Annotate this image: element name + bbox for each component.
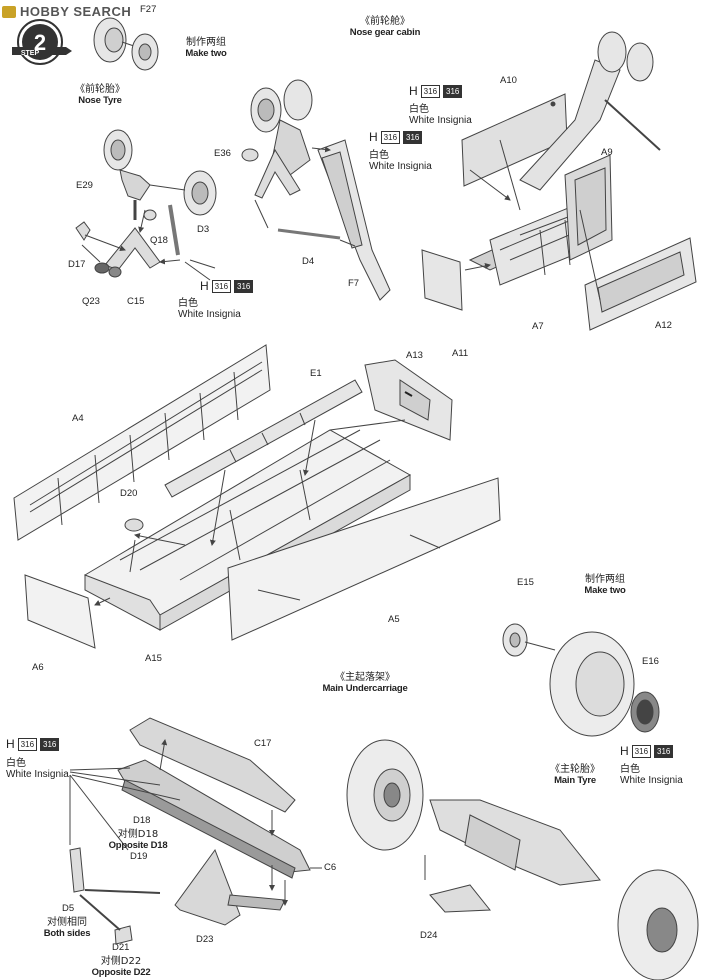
logo-mark-icon [2,5,16,18]
part-label-e1: E1 [310,368,322,379]
part-label-d5: D5 [62,903,75,914]
part-label-e36: E36 [214,148,231,159]
note-opposite-d22: 对侧D22 Opposite D22 [91,956,151,978]
paint-note-nose-leg: 白色 White Insignia [178,298,241,320]
paint-callout-nose-leg: H 316 316 [200,279,254,293]
part-label-d17: D17 [68,259,86,270]
main-tyre-drawing [502,623,660,737]
main-tyre-make-two: 制作两组 Make two [584,574,626,596]
part-label-d3: D3 [197,224,210,235]
part-label-d21: D21 [112,942,130,953]
part-label-e29: E29 [76,180,93,191]
note-both-sides: 对侧相同 Both sides [43,917,91,939]
nose-tyre-drawing [93,17,159,71]
nose-gear-cabin-drawing [421,31,697,331]
part-label-c15: C15 [127,296,145,307]
part-label-f27: F27 [140,4,157,15]
nose-gear-strut-drawing [241,79,391,301]
paint-callout-cabin: H 316 316 [409,84,463,98]
part-label-a10: A10 [500,75,517,86]
main-tyre-title: 《主轮胎》 Main Tyre [550,764,600,786]
part-label-a11: A11 [452,348,469,359]
part-label-f7: F7 [348,278,360,289]
part-label-a12: A12 [655,320,672,331]
fuselage-floor-drawing [13,344,501,649]
part-label-a5: A5 [388,614,400,625]
step-badge-icon [12,19,72,65]
part-label-d20: D20 [120,488,138,499]
part-label-q18: Q18 [150,235,168,246]
part-label-a6: A6 [32,662,44,673]
paint-callout-main-tyre: H 316 316 [620,744,674,758]
nose-tyre-make-two: 制作两组 Make two [185,37,227,59]
paint-note-undercarriage: 白色 White Insignia [6,758,69,780]
step-label: STEP [21,50,40,57]
paint-callout-undercarriage: H 316 316 [6,737,60,751]
part-label-a7: A7 [532,321,544,332]
nose-gear-cabin-title: 《前轮舱》 Nose gear cabin [349,16,421,38]
logo-text: HOBBY SEARCH [20,4,132,19]
part-label-d4: D4 [302,256,315,267]
part-label-a15: A15 [145,653,162,664]
part-label-d24: D24 [420,930,438,941]
part-label-a9: A9 [601,147,613,158]
part-label-e16: E16 [642,656,659,667]
step-number: 2 [34,30,46,55]
hobby-search-logo: HOBBY SEARCH [2,4,131,19]
paint-note-cabin: 白色 White Insignia [409,104,472,126]
part-label-a13: A13 [406,350,423,361]
nose-tyre-title: 《前轮胎》 Nose Tyre [75,84,125,106]
main-undercarriage-title: 《主起落架》 Main Undercarriage [322,672,408,694]
part-label-d18: D18 [133,815,151,826]
part-label-c6: C6 [324,862,337,873]
part-label-e15: E15 [517,577,534,588]
note-opposite-d18: 对侧D18 Opposite D18 [108,829,168,851]
part-label-q23: Q23 [82,296,100,307]
part-label-c17: C17 [254,738,272,749]
paint-note-main-tyre: 白色 White Insignia [620,764,683,786]
part-label-a4: A4 [72,413,84,424]
part-label-d19: D19 [130,851,148,862]
main-undercarriage-drawing [69,717,699,980]
paint-callout-nose-strut: H 316 316 [369,130,423,144]
paint-note-nose-strut: 白色 White Insignia [369,150,432,172]
part-label-d23: D23 [196,934,214,945]
nose-gear-leg-drawing [75,129,217,281]
